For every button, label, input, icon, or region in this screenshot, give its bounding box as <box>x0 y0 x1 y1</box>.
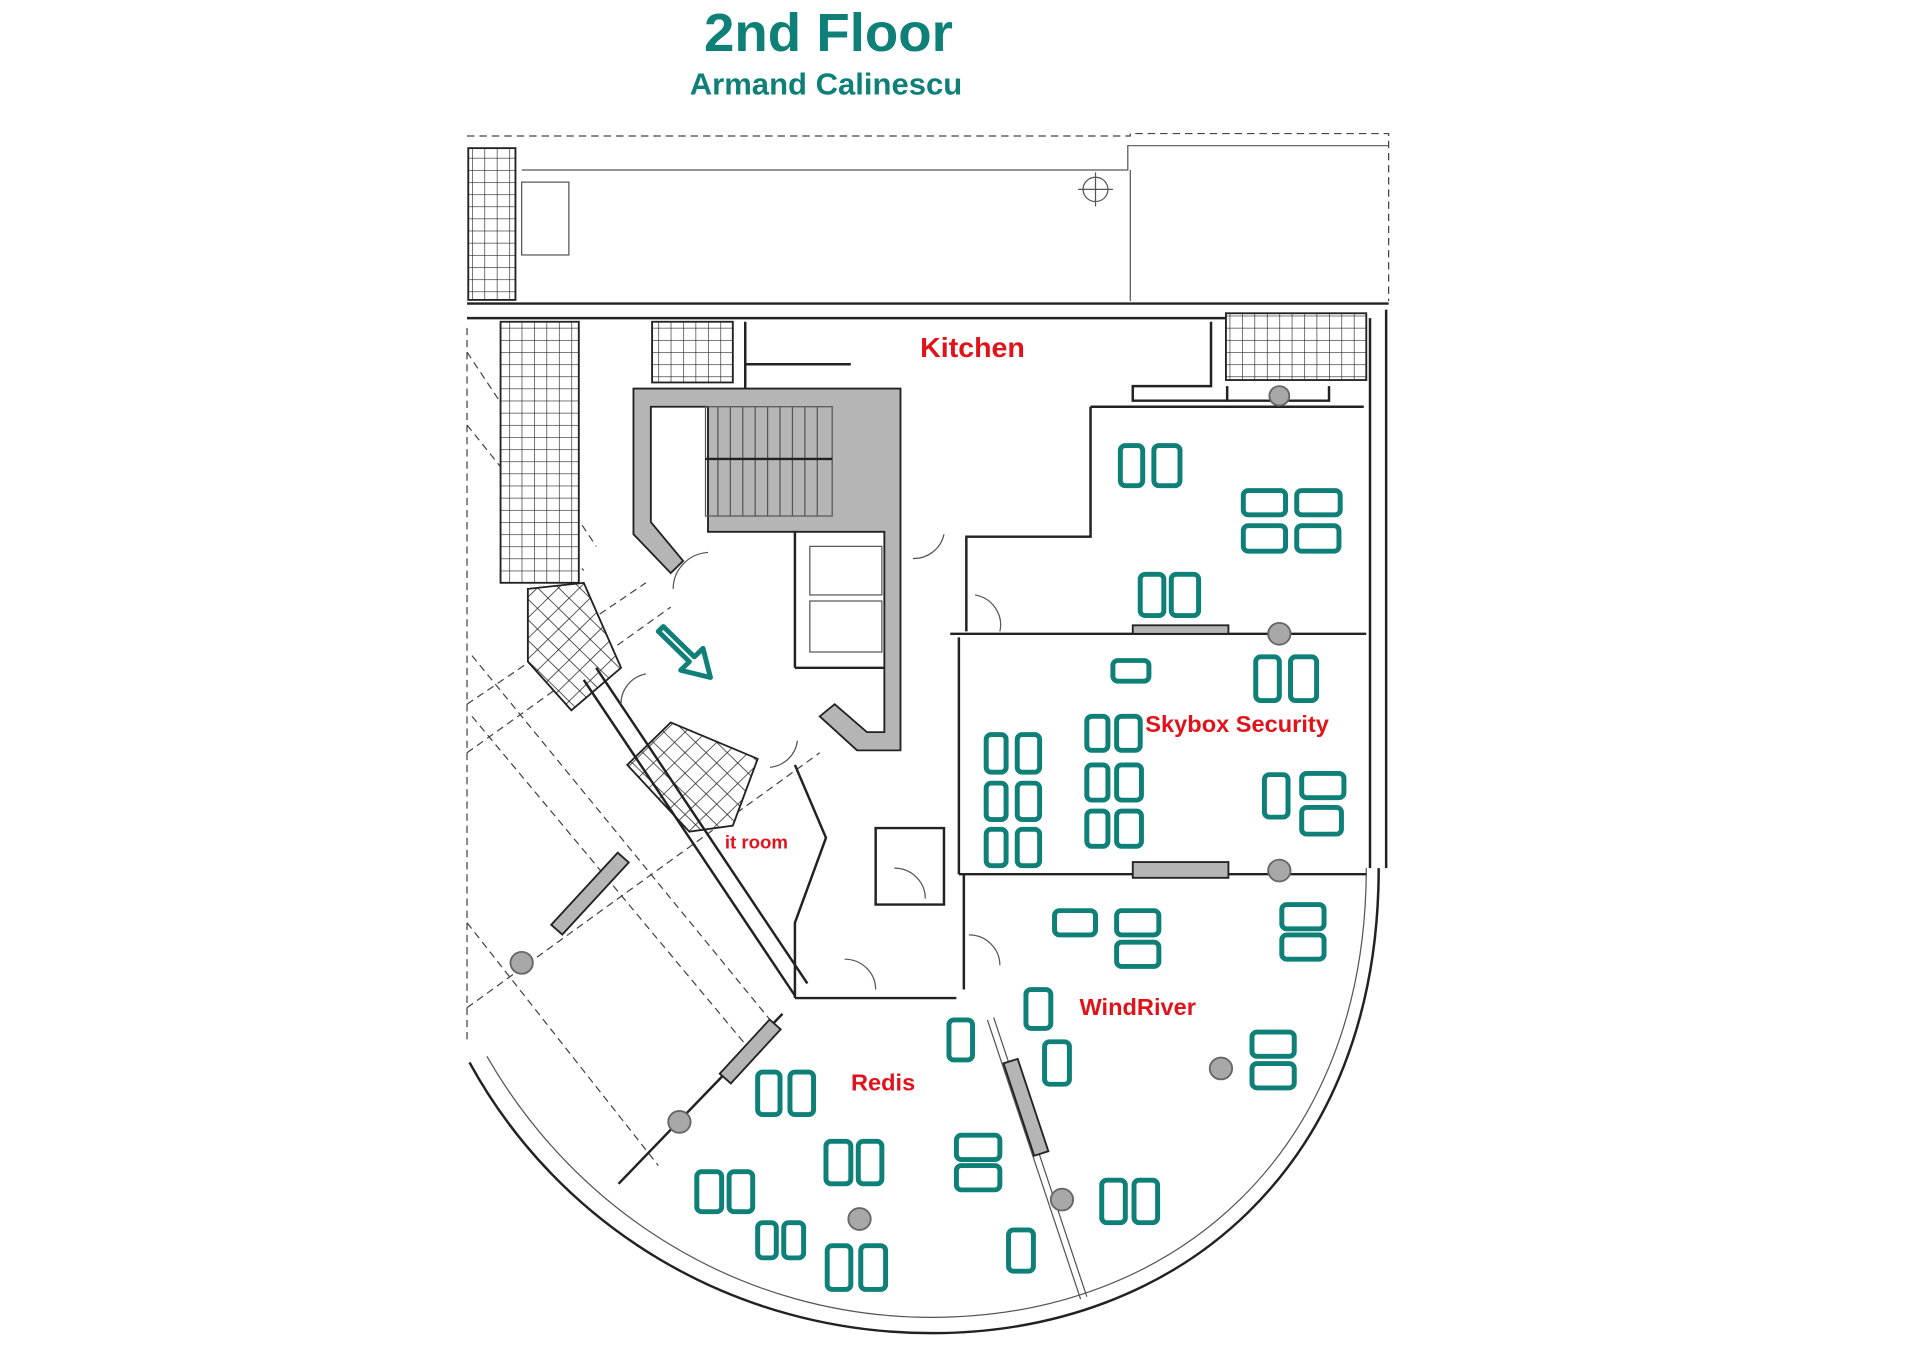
it-room-floor <box>625 721 759 833</box>
room-label-skybox-security: Skybox Security <box>1145 711 1329 737</box>
page-title: 2nd Floor <box>704 4 953 63</box>
building-outline <box>466 302 1389 1335</box>
room-label-windriver: WindRiver <box>1080 994 1196 1020</box>
stair-landing <box>526 581 623 712</box>
interior-walls <box>549 321 1367 1300</box>
room-label-kitchen: Kitchen <box>920 331 1025 363</box>
restroom-block <box>499 320 580 584</box>
entrance-arrow-icon <box>655 624 713 680</box>
columns <box>509 385 1292 1231</box>
room-label-it-room: it room <box>725 832 788 853</box>
shaft <box>651 320 734 384</box>
room-label-redis: Redis <box>851 1070 915 1096</box>
building-core <box>632 387 902 752</box>
desks <box>694 443 1347 1292</box>
technical-room <box>1224 312 1368 381</box>
survey-marker-icon <box>1078 172 1113 207</box>
terrace <box>467 132 1390 302</box>
page-subtitle: Armand Calinescu <box>690 67 962 102</box>
